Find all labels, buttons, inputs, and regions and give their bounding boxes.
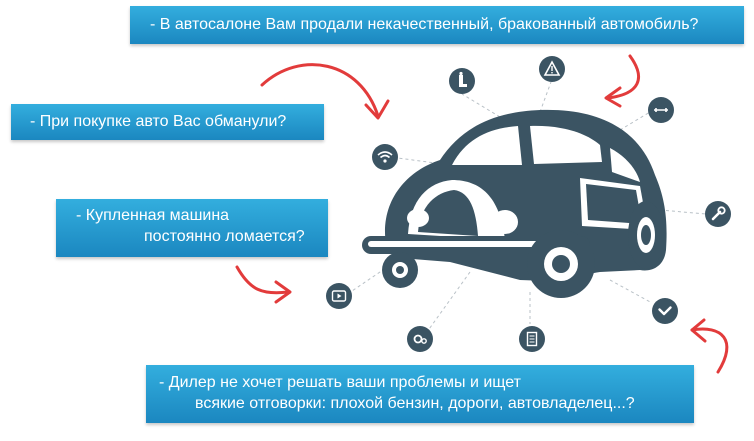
wifi-icon xyxy=(372,144,398,170)
document-icon xyxy=(519,326,545,352)
callout-text-line2: постоянно ломается? xyxy=(144,228,305,245)
warning-icon xyxy=(539,56,565,82)
ruler-icon xyxy=(648,97,674,123)
callout-text: - При покупке авто Вас обманули? xyxy=(30,113,287,130)
callout-breaks-down: - Купленная машина постоянно ломается? xyxy=(56,199,328,257)
callout-dealer-excuses: - Дилер не хочет решать ваши проблемы и … xyxy=(146,365,694,423)
gears-icon xyxy=(407,326,433,352)
callout-defective-car: - В автосалоне Вам продали некачественны… xyxy=(130,6,744,44)
wrench-icon xyxy=(705,201,731,227)
callout-deceived: - При покупке авто Вас обманули? xyxy=(11,104,324,140)
car-illustration xyxy=(362,109,667,298)
callout-text: - В автосалоне Вам продали некачественны… xyxy=(150,16,699,33)
play-icon xyxy=(326,283,352,309)
callout-text-line1: - Купленная машина xyxy=(76,207,230,224)
check-icon xyxy=(652,298,678,324)
red-arrows xyxy=(235,54,729,374)
callout-text-line2: всякие отговорки: плохой бензин, дороги,… xyxy=(195,395,635,412)
seat-icon xyxy=(449,68,475,94)
callout-text-line1: - Дилер не хочет решать ваши проблемы и … xyxy=(159,374,521,391)
